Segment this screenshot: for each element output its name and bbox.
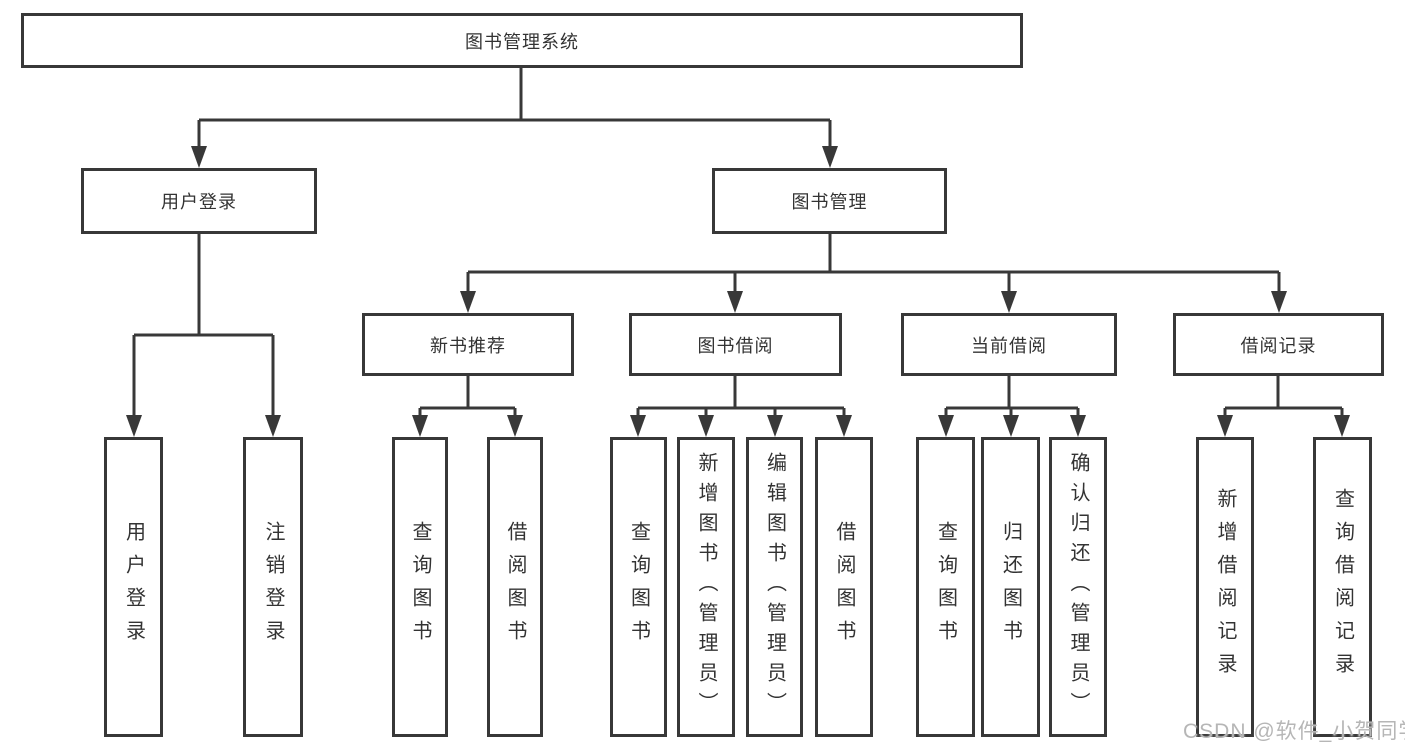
leaf-borrow-book-1: 借阅图书 bbox=[487, 437, 543, 737]
node-label: 新增图书（管理员） bbox=[695, 452, 717, 722]
leaf-query-book-3: 查询图书 bbox=[916, 437, 975, 737]
node-label: 归还图书 bbox=[999, 521, 1022, 653]
leaf-return-book: 归还图书 bbox=[981, 437, 1040, 737]
arrow-down-icon bbox=[822, 146, 838, 168]
node-label: 用户登录 bbox=[161, 192, 237, 212]
leaf-user-login: 用户登录 bbox=[104, 437, 163, 737]
leaf-query-borrow-record: 查询借阅记录 bbox=[1313, 437, 1372, 737]
arrow-down-icon bbox=[698, 415, 714, 437]
node-user-login: 用户登录 bbox=[81, 168, 317, 234]
arrow-down-icon bbox=[1334, 415, 1350, 437]
node-borrow-records: 借阅记录 bbox=[1173, 313, 1384, 376]
arrow-down-icon bbox=[630, 415, 646, 437]
connector-borrowrecords-to-leaves bbox=[1217, 376, 1350, 437]
leaf-confirm-return-admin: 确认归还（管理员） bbox=[1049, 437, 1107, 737]
arrow-down-icon bbox=[191, 146, 207, 168]
node-label: 查询图书 bbox=[934, 521, 957, 653]
node-label: 确认归还（管理员） bbox=[1067, 452, 1089, 722]
node-label: 用户登录 bbox=[122, 521, 145, 653]
node-label: 查询借阅记录 bbox=[1331, 488, 1354, 686]
node-label: 新书推荐 bbox=[430, 335, 506, 356]
connector-bookmgmt-to-level3 bbox=[460, 234, 1287, 313]
arrow-down-icon bbox=[836, 415, 852, 437]
connector-newbook-to-leaves bbox=[412, 376, 523, 437]
arrow-down-icon bbox=[1001, 291, 1017, 313]
node-label: 图书管理 bbox=[791, 192, 868, 212]
node-current-borrow: 当前借阅 bbox=[901, 313, 1117, 376]
arrow-down-icon bbox=[1217, 415, 1233, 437]
node-new-book-recommend: 新书推荐 bbox=[362, 313, 574, 376]
node-label: 借阅图书 bbox=[833, 521, 855, 653]
connector-line bbox=[132, 234, 275, 417]
leaf-edit-book-admin: 编辑图书（管理员） bbox=[746, 437, 803, 737]
arrow-down-icon bbox=[1271, 291, 1287, 313]
leaf-query-book-1: 查询图书 bbox=[392, 437, 448, 737]
leaf-logout: 注销登录 bbox=[243, 437, 303, 737]
node-label: 图书借阅 bbox=[697, 335, 774, 356]
node-book-management: 图书管理 bbox=[712, 168, 947, 234]
node-label: 查询图书 bbox=[409, 521, 431, 653]
arrow-down-icon bbox=[727, 291, 743, 313]
connector-line bbox=[197, 66, 832, 148]
connector-line bbox=[944, 376, 1080, 419]
arrow-down-icon bbox=[412, 415, 428, 437]
arrow-down-icon bbox=[767, 415, 783, 437]
node-label: 当前借阅 bbox=[971, 335, 1047, 356]
node-label: 图书管理系统 bbox=[465, 31, 579, 52]
arrow-down-icon bbox=[507, 415, 523, 437]
arrow-down-icon bbox=[126, 415, 142, 437]
connector-currentborrow-to-leaves bbox=[938, 376, 1086, 437]
connector-line bbox=[636, 376, 846, 419]
arrow-down-icon bbox=[265, 415, 281, 437]
node-book-borrow: 图书借阅 bbox=[629, 313, 842, 376]
node-label: 借阅图书 bbox=[504, 521, 526, 653]
node-label: 编辑图书（管理员） bbox=[763, 452, 786, 722]
leaf-add-book-admin: 新增图书（管理员） bbox=[677, 437, 735, 737]
node-label: 注销登录 bbox=[262, 521, 284, 653]
node-label: 查询图书 bbox=[627, 521, 650, 653]
arrow-down-icon bbox=[1003, 415, 1019, 437]
connector-line bbox=[466, 234, 1281, 293]
leaf-query-book-2: 查询图书 bbox=[610, 437, 667, 737]
connector-bookborrow-to-leaves bbox=[630, 376, 852, 437]
node-label: 借阅记录 bbox=[1240, 335, 1317, 356]
connector-line bbox=[1223, 376, 1344, 419]
watermark: CSDN @软件_小贺同学 bbox=[1183, 720, 1405, 743]
leaf-borrow-book-2: 借阅图书 bbox=[815, 437, 873, 737]
connector-userlogin-to-leaves bbox=[126, 234, 281, 437]
node-library-management-system: 图书管理系统 bbox=[21, 13, 1023, 68]
arrow-down-icon bbox=[460, 291, 476, 313]
arrow-down-icon bbox=[938, 415, 954, 437]
leaf-add-borrow-record: 新增借阅记录 bbox=[1196, 437, 1254, 737]
connector-line bbox=[418, 376, 517, 419]
node-label: 新增借阅记录 bbox=[1214, 488, 1236, 686]
arrow-down-icon bbox=[1070, 415, 1086, 437]
connector-root-to-level2 bbox=[191, 66, 838, 168]
